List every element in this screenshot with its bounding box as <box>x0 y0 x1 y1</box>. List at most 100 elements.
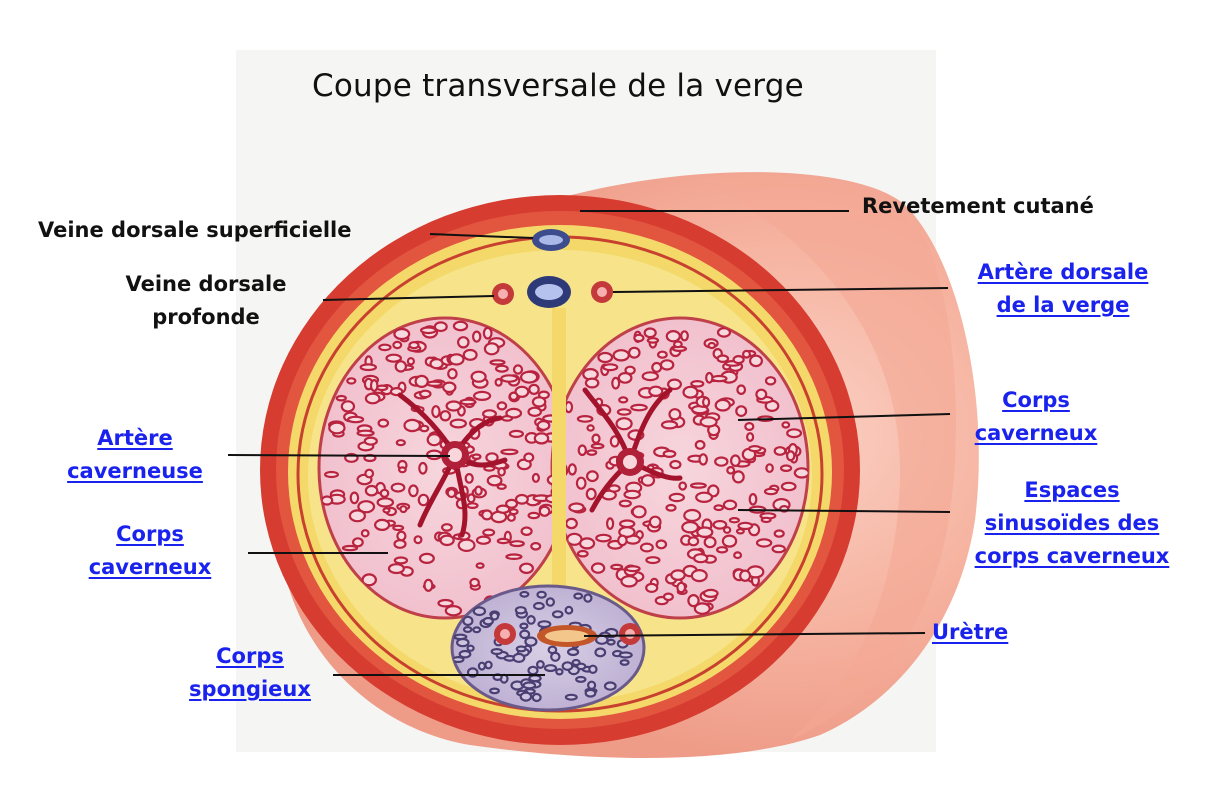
sinusoid-space <box>589 666 596 673</box>
sinusoid-space <box>715 505 723 510</box>
sinusoid-space <box>625 491 640 498</box>
sinusoid-space <box>667 505 676 511</box>
sinusoid-space <box>529 408 541 416</box>
sinusoid-space <box>549 647 557 653</box>
sinusoid-space <box>521 372 537 383</box>
sinusoid-space <box>473 332 480 342</box>
sinusoid-space <box>762 518 771 522</box>
sinusoid-space <box>750 356 762 366</box>
sinusoid-space <box>540 507 550 516</box>
link-artere-dorsale[interactable]: Artère dorsale de la verge <box>952 256 1174 322</box>
sinusoid-space <box>657 541 666 549</box>
leader-artere-caverneuse <box>228 455 450 456</box>
sinusoid-space <box>566 695 577 700</box>
label-line: Veine dorsale superficielle <box>38 214 351 247</box>
sinusoid-space <box>529 667 538 674</box>
sinusoid-space <box>574 594 582 599</box>
sinusoid-space <box>446 606 461 615</box>
sinusoid-space <box>588 425 594 430</box>
sinusoid-space <box>757 539 771 546</box>
sinusoid-space <box>461 400 476 405</box>
sinusoid-space <box>593 435 600 443</box>
sinusoid-space <box>598 353 612 362</box>
sinusoid-space <box>521 592 529 597</box>
sinusoid-space <box>787 429 801 437</box>
link-corps-spongieux[interactable]: Corps spongieux <box>160 640 340 706</box>
sinusoid-space <box>525 638 536 646</box>
sinusoid-space <box>468 503 478 508</box>
sinusoid-space <box>408 358 414 364</box>
sinusoid-space <box>592 444 604 448</box>
sinusoid-space <box>586 690 596 697</box>
sinusoid-space <box>362 530 369 536</box>
sinusoid-space <box>464 627 471 632</box>
link-uretre[interactable]: Urètre <box>932 616 1008 649</box>
link-corps-caverneux-left[interactable]: Corps caverneux <box>60 518 240 584</box>
sinusoid-space <box>648 338 658 342</box>
label-line: sinusoïdes des <box>952 507 1192 540</box>
sinusoid-space <box>642 475 654 485</box>
sinusoid-space <box>409 486 417 497</box>
sinusoid-space <box>703 398 709 406</box>
sinusoid-space <box>658 352 667 358</box>
sinusoid-space <box>652 363 661 372</box>
label-line: caverneuse <box>40 455 230 488</box>
sinusoid-space <box>588 682 595 689</box>
sinusoid-space <box>350 510 365 521</box>
sinusoid-space <box>483 530 494 536</box>
sinusoid-space <box>483 410 496 417</box>
sinusoid-space <box>468 646 474 651</box>
sinusoid-space <box>485 662 491 669</box>
sinusoid-space <box>520 631 529 638</box>
sinusoid-space <box>731 456 740 466</box>
sinusoid-space <box>474 392 490 400</box>
sinusoid-space <box>734 552 741 558</box>
sinusoid-space <box>517 647 526 652</box>
sinusoid-space <box>620 653 632 658</box>
sinusoid-space <box>723 536 736 547</box>
sinusoid-space <box>579 446 586 455</box>
sinusoid-space <box>782 483 796 490</box>
sinusoid-space <box>375 520 389 530</box>
sinusoid-space <box>498 468 504 475</box>
sinusoid-space <box>472 372 486 382</box>
label-line: Corps <box>60 518 240 551</box>
sinusoid-space <box>749 446 761 451</box>
sinusoid-space <box>745 423 753 430</box>
link-espaces-sinusoides[interactable]: Espaces sinusoïdes des corps caverneux <box>952 474 1192 573</box>
sinusoid-space <box>677 583 685 592</box>
sinusoid-space <box>458 337 468 347</box>
sinusoid-space <box>556 669 562 674</box>
sinusoid-space <box>641 544 653 552</box>
sinusoid-space <box>392 484 405 492</box>
sinusoid-space <box>709 343 715 348</box>
sinusoid-space <box>631 405 646 410</box>
sinusoid-space <box>547 598 554 605</box>
sinusoid-space <box>781 466 791 471</box>
sinusoid-space <box>419 463 426 474</box>
sinusoid-space <box>501 450 517 454</box>
sinusoid-space <box>714 521 727 529</box>
label-line: de la verge <box>952 289 1174 322</box>
sinusoid-space <box>371 380 377 391</box>
sinusoid-space <box>415 536 422 543</box>
sinusoid-space <box>621 660 629 665</box>
sinusoid-space <box>533 694 541 701</box>
sinusoid-space <box>329 423 344 434</box>
sinusoid-space <box>614 350 629 360</box>
sinusoid-space <box>420 554 434 563</box>
sinusoid-space <box>674 342 682 348</box>
sinusoid-space <box>578 416 592 422</box>
sinusoid-space <box>568 649 578 655</box>
sinusoid-space <box>520 564 533 573</box>
label-line: Revetement cutané <box>862 190 1094 223</box>
sinusoid-space <box>553 611 562 617</box>
sinusoid-space <box>691 484 706 488</box>
sinusoid-space <box>626 566 639 571</box>
sinusoid-space <box>734 356 744 363</box>
sinusoid-space <box>534 603 544 609</box>
link-corps-caverneux-right[interactable]: Corps caverneux <box>946 384 1126 450</box>
sinusoid-space <box>701 417 717 426</box>
sinusoid-space <box>538 592 546 598</box>
link-artere-caverneuse[interactable]: Artère caverneuse <box>40 422 230 488</box>
